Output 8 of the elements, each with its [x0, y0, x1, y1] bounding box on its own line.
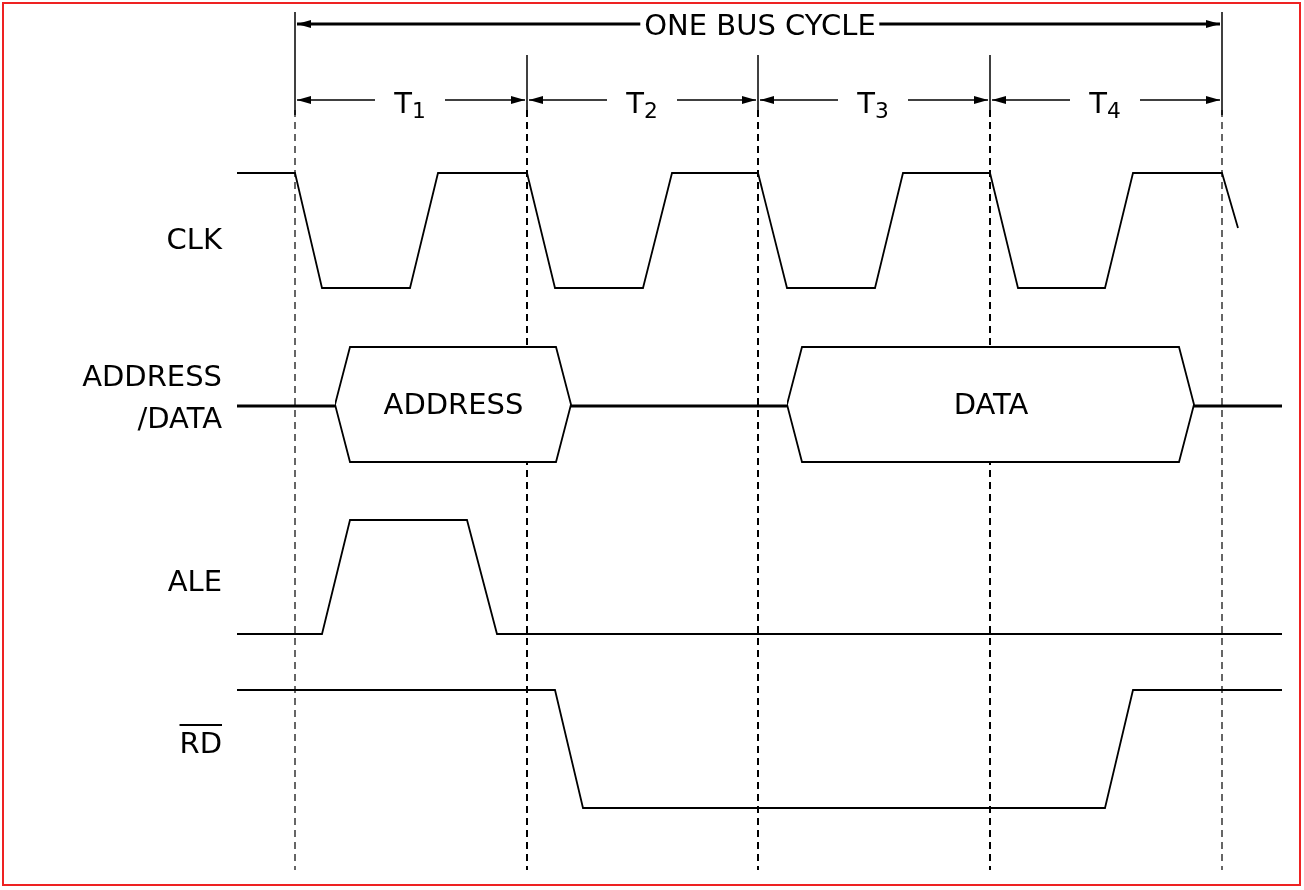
- bus-value-hexagon: [335, 346, 572, 463]
- signal-name: ADDRESS /DATA: [81, 358, 222, 437]
- bus-value-hexagon: [787, 346, 1195, 463]
- bus-value-text: DATA: [953, 385, 1029, 423]
- bus-value-text: ADDRESS: [383, 385, 524, 423]
- signal-name: ALE: [166, 563, 222, 600]
- signal-name: RD: [178, 725, 222, 762]
- signal-name: CLK: [165, 221, 222, 258]
